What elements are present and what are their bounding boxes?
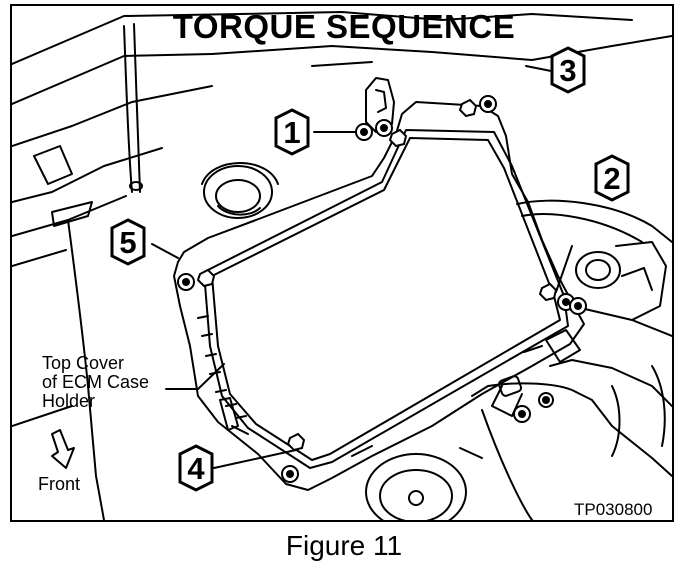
marker-4: 4 xyxy=(178,444,214,492)
marker-1-label: 1 xyxy=(283,115,300,150)
marker-2: 2 xyxy=(594,154,630,202)
hexagon-icon xyxy=(550,46,586,94)
figure-code: TP030800 xyxy=(574,500,653,519)
hexagon-icon xyxy=(274,108,310,156)
front-label: Front xyxy=(38,474,81,494)
marker-4-label: 4 xyxy=(187,451,205,486)
ecm-cover-callout: Top Cover of ECM Case Holder xyxy=(42,353,150,411)
down-arrow-icon xyxy=(51,429,75,469)
diagram-title: TORQUE SEQUENCE xyxy=(172,8,516,45)
hexagon-icon xyxy=(178,444,214,492)
marker-1: 1 xyxy=(274,108,310,156)
marker-3-label: 3 xyxy=(559,53,576,88)
figure-frame: 1 2 3 4 5 TORQUE SEQUENCE Top Cover of E… xyxy=(10,4,674,522)
engine-bay-illustration: 1 2 3 4 5 xyxy=(12,11,672,520)
hexagon-icon xyxy=(110,218,146,266)
marker-5-label: 5 xyxy=(119,225,136,260)
hexagon-icon xyxy=(594,154,630,202)
marker-5: 5 xyxy=(110,218,146,266)
marker-3: 3 xyxy=(550,46,586,94)
figure-caption: Figure 11 xyxy=(285,530,403,561)
marker-2-label: 2 xyxy=(603,161,620,196)
